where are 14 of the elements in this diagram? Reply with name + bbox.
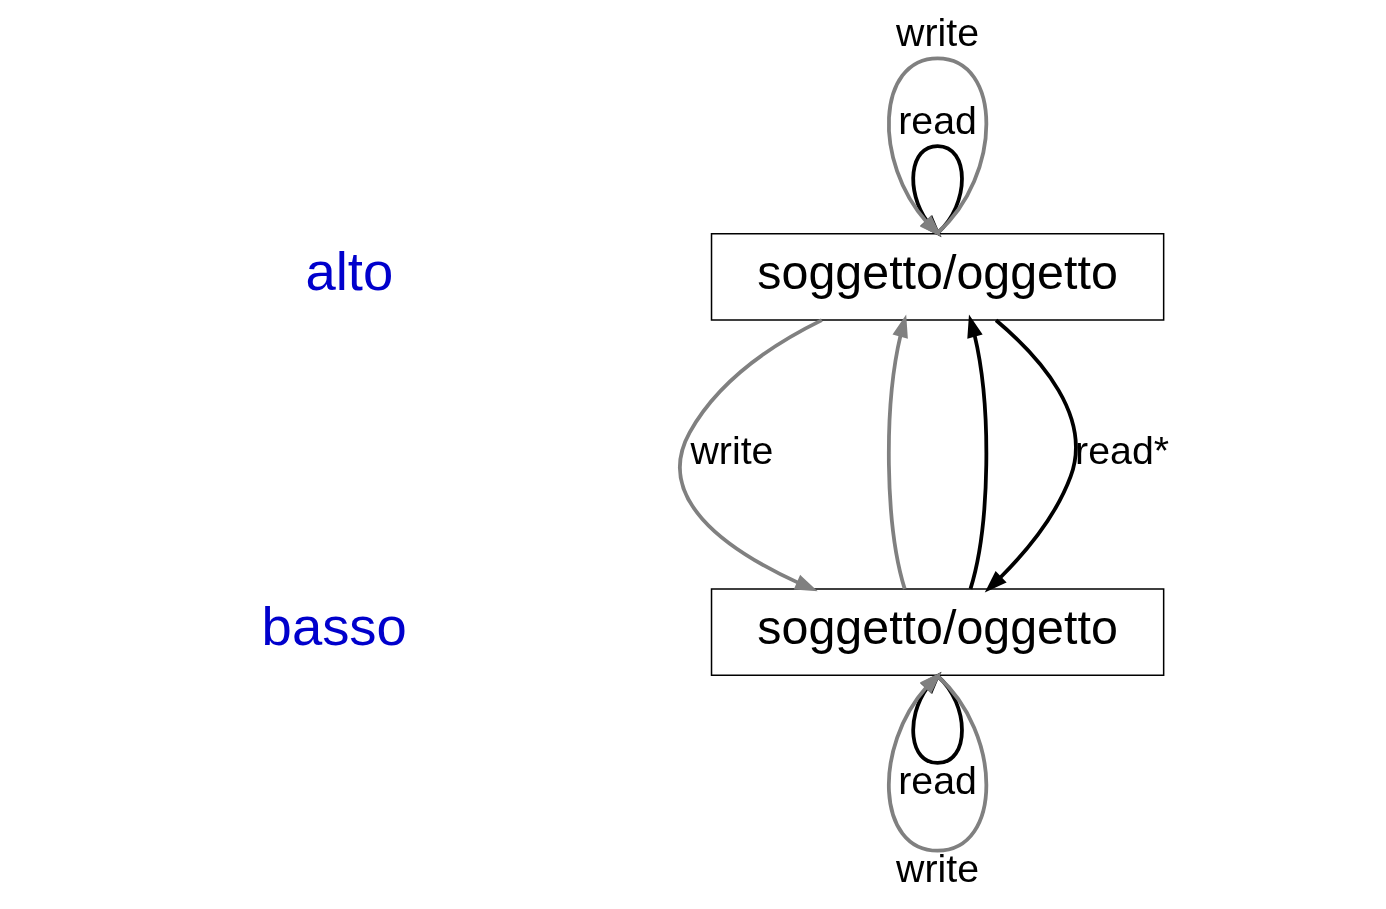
edge-label: read* (1075, 428, 1170, 473)
arrow (984, 318, 1078, 593)
arrow (967, 314, 989, 590)
label: alto (305, 241, 394, 303)
arrow (678, 318, 823, 592)
arrow (887, 314, 908, 590)
edge-label: write (896, 846, 980, 891)
node-box: soggetto/oggetto (710, 588, 1165, 677)
node-box: soggetto/oggetto (710, 232, 1165, 321)
edge-label: read (898, 758, 977, 803)
edge-label: write (896, 9, 980, 54)
edge-label: write (690, 428, 774, 473)
label: basso (261, 596, 407, 658)
edge-label: read (898, 97, 977, 142)
